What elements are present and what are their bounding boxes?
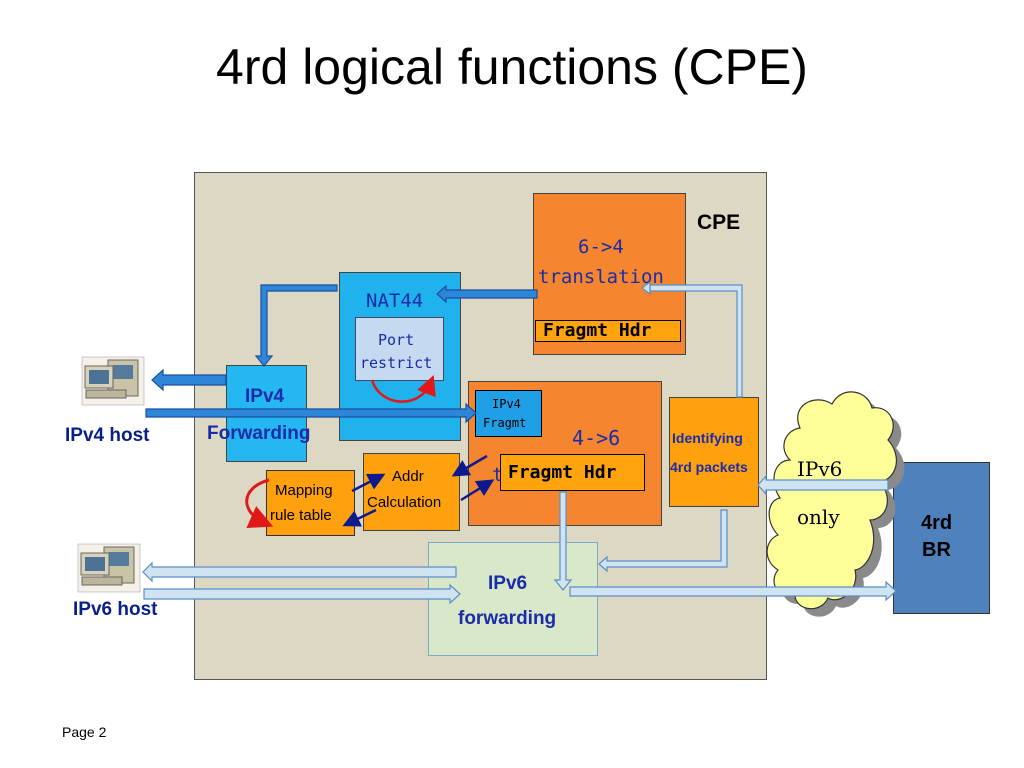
cloud-line2: only — [797, 505, 840, 529]
fragment-header-box-6to4 — [535, 320, 681, 342]
port-restrict-line2: restrict — [360, 354, 433, 372]
ipv4-forwarding-line1: IPv4 — [245, 386, 285, 407]
translation-4to6-title: 4->6 — [572, 426, 621, 450]
ipv4-fragment-line1: IPv4 — [492, 397, 521, 411]
nat44-title: NAT44 — [366, 290, 424, 312]
translation-6to4-title: 6->4 — [578, 236, 624, 258]
mapping-rule-line1: Mapping — [275, 482, 333, 499]
computer-icon — [81, 356, 145, 406]
ipv6-only-cloud — [766, 391, 905, 617]
computer-icon — [77, 543, 141, 593]
addr-calculation-line1: Addr — [392, 468, 424, 485]
fragment-header-label-6to4: Fragmt Hdr — [543, 320, 652, 341]
slide-title: 4rd logical functions (CPE) — [216, 39, 808, 95]
4rd-br-line2: BR — [922, 539, 951, 561]
identifying-4rd-block — [669, 397, 759, 507]
ipv4-fragment-box — [475, 390, 542, 437]
port-restrict-box — [355, 317, 444, 381]
identifying-line1: Identifying — [672, 430, 743, 446]
page-number: Page 2 — [62, 724, 107, 740]
cpe-label: CPE — [697, 211, 741, 234]
identifying-line2: 4rd packets — [670, 459, 748, 475]
ipv4-fragment-line2: Fragmt — [483, 416, 527, 430]
4rd-br-block — [893, 462, 990, 614]
translation-6to4-subtitle: translation — [538, 266, 664, 288]
ipv4-host-label: IPv4 host — [65, 425, 150, 446]
ipv4-forwarding-line2: Forwarding — [207, 423, 311, 444]
port-restrict-line1: Port — [378, 331, 415, 349]
fragment-header-box-4to6 — [500, 454, 645, 491]
fragment-header-label-4to6: Fragmt Hdr — [508, 462, 617, 483]
ipv6-forwarding-line2: forwarding — [458, 608, 557, 629]
ipv6-host-label: IPv6 host — [73, 599, 158, 620]
cloud-line1: IPv6 — [797, 457, 843, 481]
mapping-rule-line2: rule table — [270, 507, 332, 524]
ipv6-forwarding-line1: IPv6 — [488, 573, 528, 594]
addr-calculation-line2: Calculation — [367, 494, 442, 511]
addr-calculation-block — [363, 453, 460, 531]
translation-4to6-partial: t — [492, 464, 504, 486]
ipv6-forwarding-block — [428, 542, 598, 656]
4rd-br-line1: 4rd — [921, 512, 953, 534]
mapping-rule-table-block — [266, 470, 355, 536]
